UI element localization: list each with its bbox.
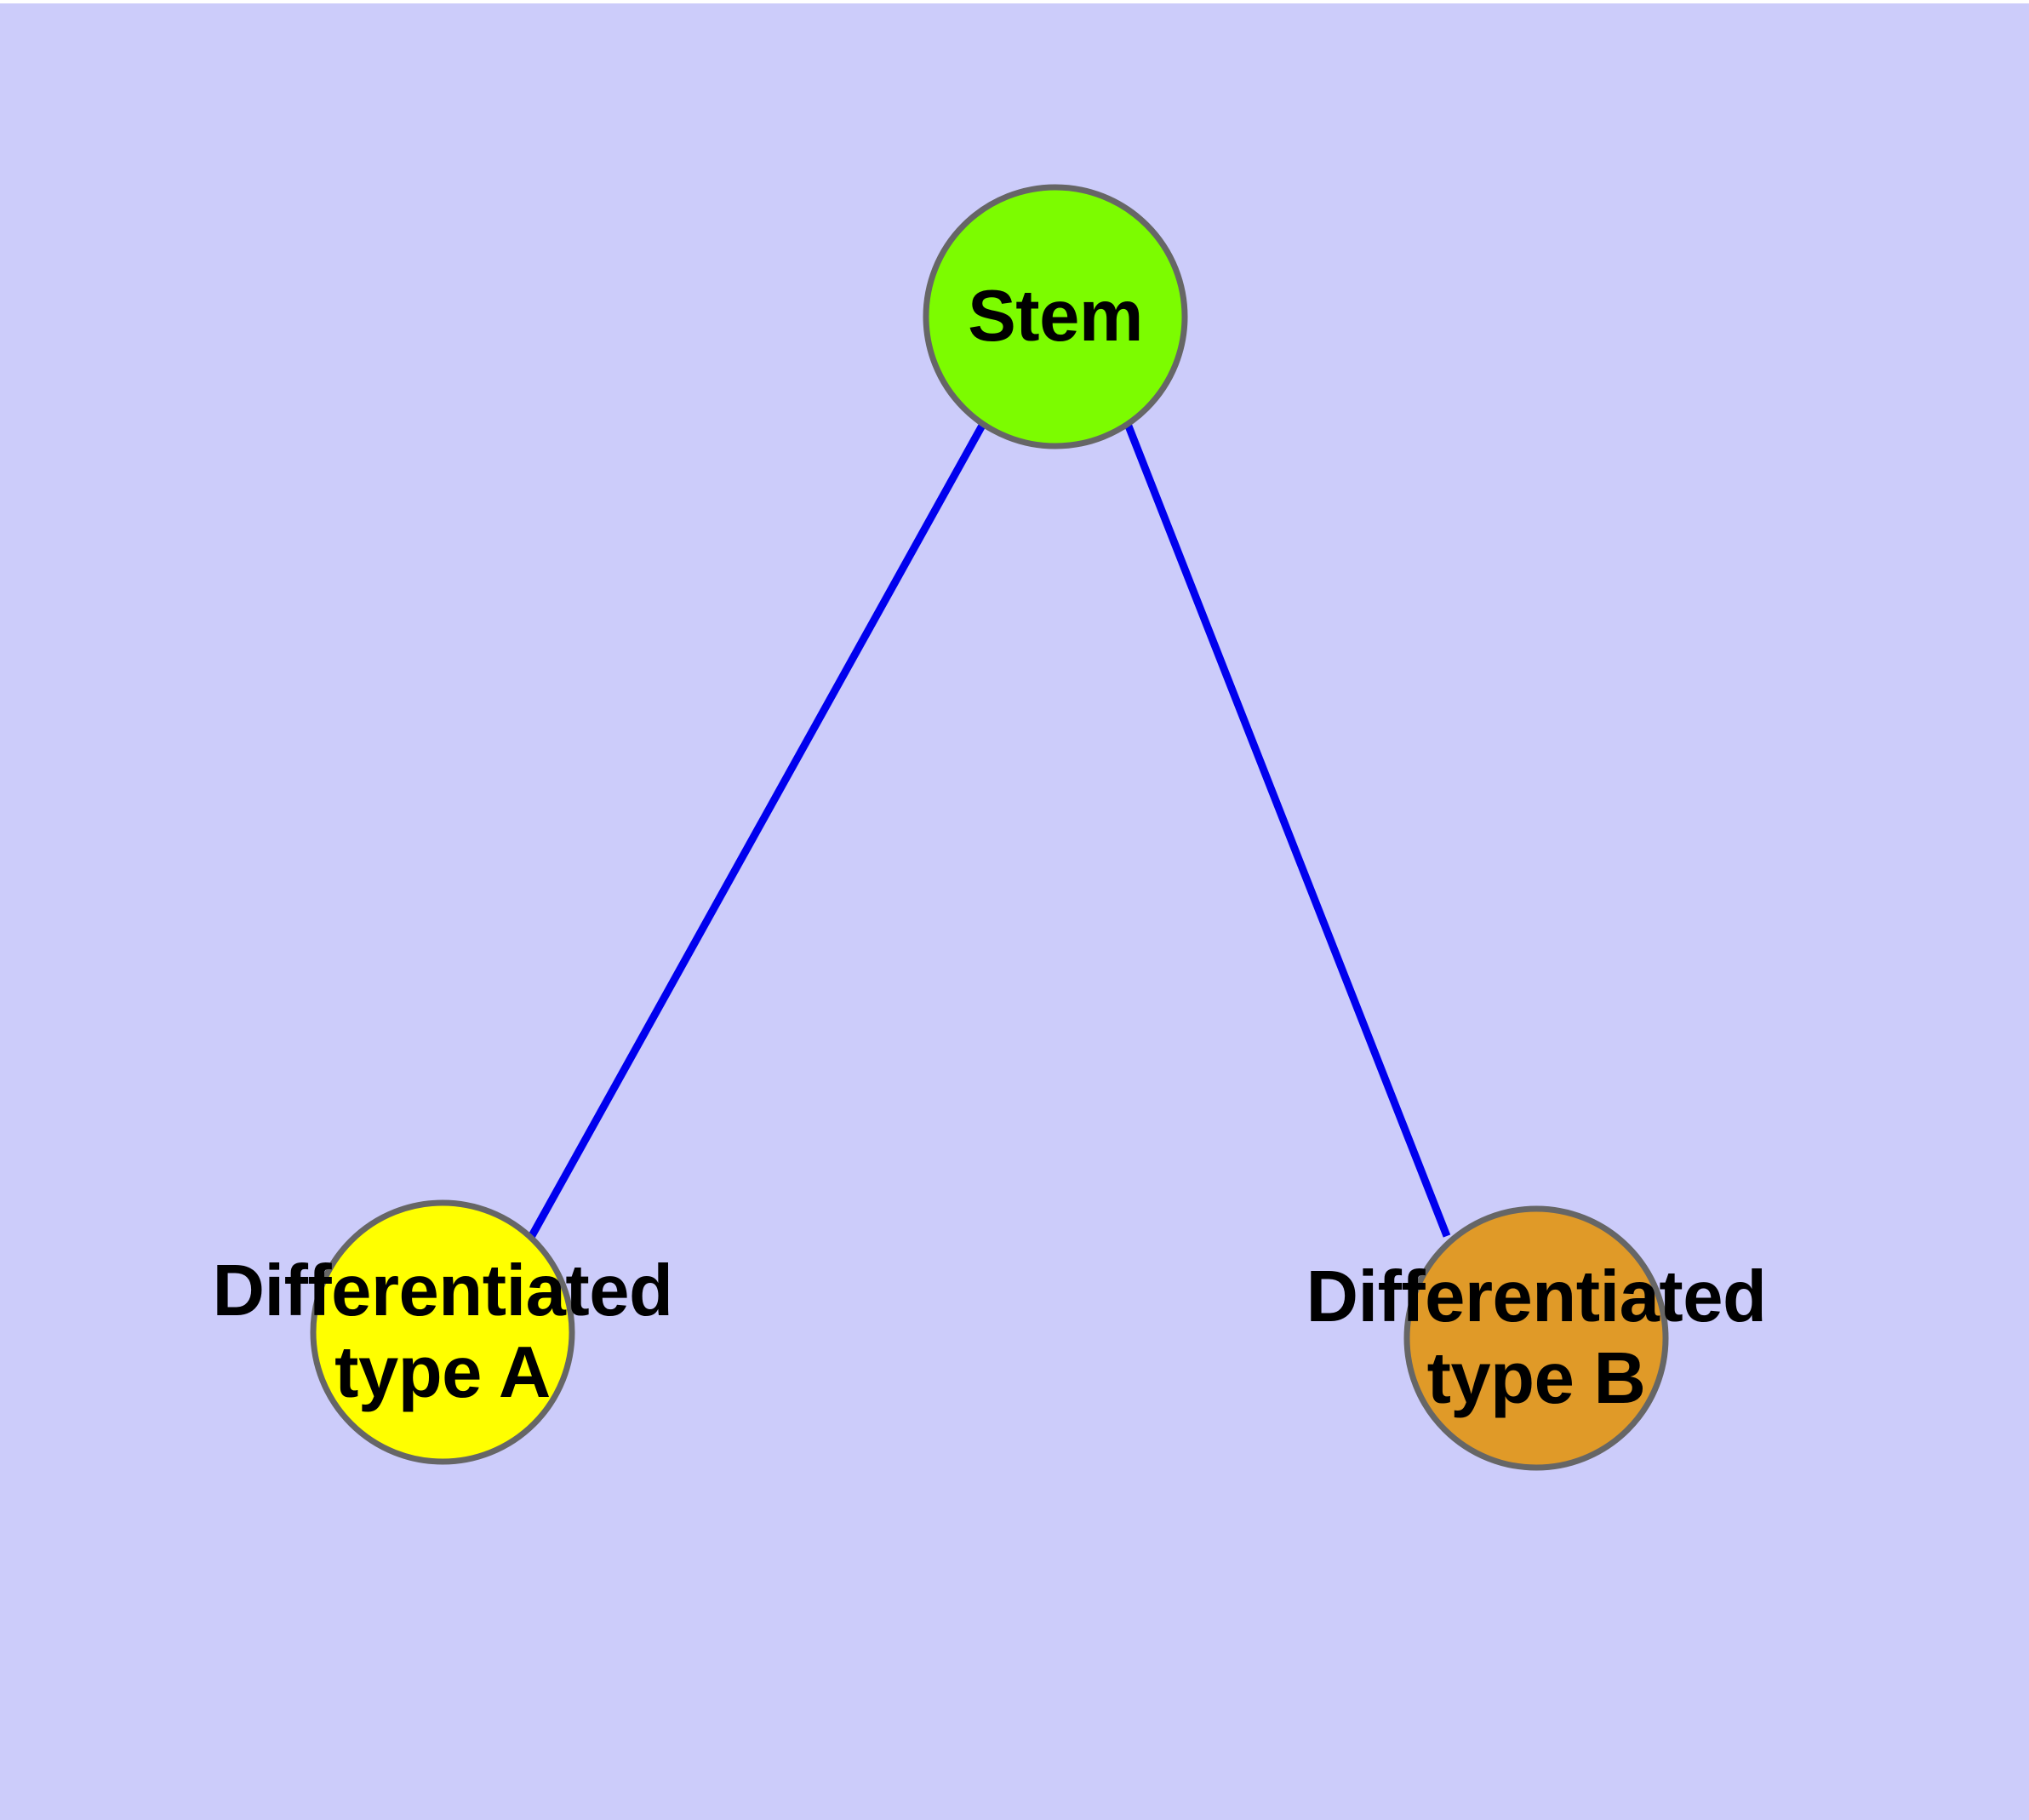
node-differentiated-type-b[interactable] — [1403, 1205, 1669, 1471]
nodes-group — [310, 184, 1669, 1471]
edge-stem-to-type-a[interactable] — [526, 421, 986, 1243]
node-stem[interactable] — [923, 184, 1188, 449]
edges-group — [526, 421, 1451, 1243]
node-differentiated-type-a[interactable] — [310, 1199, 575, 1465]
edge-stem-to-type-b[interactable] — [1123, 422, 1451, 1238]
